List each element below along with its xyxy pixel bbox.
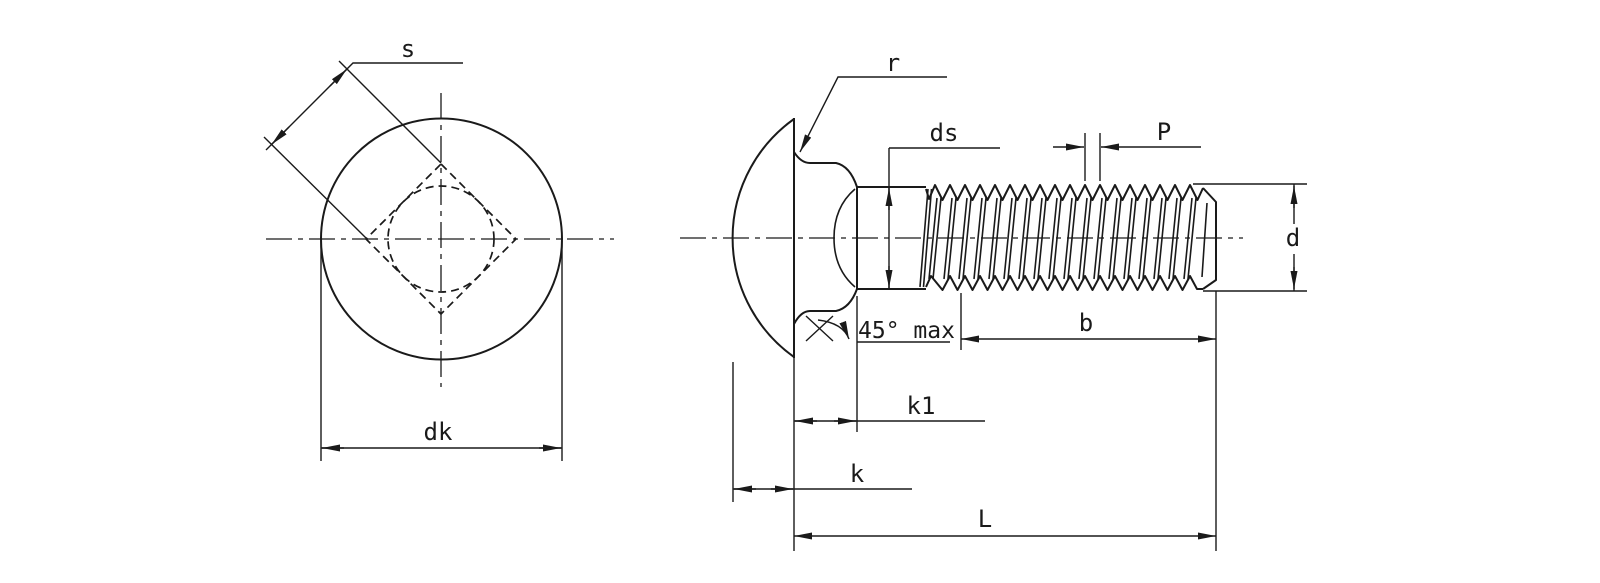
neck-top-profile — [793, 151, 858, 188]
dim-label-b: b — [1079, 309, 1093, 337]
dimension-ds: ds — [885, 119, 1000, 288]
head-dome-arc — [731, 118, 795, 358]
dimension-p: P — [1053, 118, 1201, 181]
dim-label-chamfer: 45° max — [858, 318, 955, 344]
dim-label-l: L — [978, 505, 992, 533]
chamfer-note: 45° max — [805, 315, 955, 344]
dim-label-k: k — [850, 460, 865, 488]
threads — [919, 184, 1217, 291]
front-view: s dk — [263, 35, 614, 461]
tip-chamfer-and-end-face — [1202, 187, 1217, 290]
shank — [857, 186, 926, 290]
dimension-d: d — [1193, 183, 1307, 292]
dimension-r: r — [799, 49, 947, 153]
dim-label-s: s — [401, 35, 415, 63]
hidden-square-neck — [364, 162, 518, 316]
thread-top-zigzag — [925, 184, 1204, 201]
neck-bottom-profile — [793, 288, 858, 325]
dim-label-d: d — [1286, 224, 1300, 252]
s-extension-line-1 — [338, 60, 442, 164]
chamfer-angle-arc — [817, 319, 850, 340]
side-view: r ds P d — [680, 49, 1307, 551]
neck-corner-arcs — [833, 188, 856, 288]
dimension-s: s — [263, 35, 463, 239]
dim-label-k1: k1 — [907, 392, 936, 420]
head-outline-circle — [320, 117, 563, 361]
dim-label-ds: ds — [930, 119, 959, 147]
dim-label-p: P — [1157, 118, 1171, 146]
s-extension-line-2 — [263, 136, 367, 239]
dimension-l: L — [794, 505, 1216, 540]
dimension-k1: k1 — [794, 392, 985, 425]
chamfer-x-mark — [805, 315, 834, 342]
dimension-b: b — [960, 293, 1216, 350]
hidden-inscribed-circle — [387, 185, 495, 293]
r-leader-line — [799, 76, 947, 153]
dimension-k: k — [733, 460, 912, 493]
bolt-head-profile — [731, 118, 795, 358]
thread-flank-lines — [919, 188, 1208, 288]
s-arrow-lower — [271, 126, 290, 145]
square-neck — [793, 151, 858, 325]
s-arrow-upper — [329, 68, 348, 87]
s-dimension-line — [265, 62, 463, 151]
dim-label-r: r — [886, 49, 900, 77]
dim-label-dk: dk — [424, 418, 453, 446]
dimension-dk: dk — [320, 241, 563, 461]
